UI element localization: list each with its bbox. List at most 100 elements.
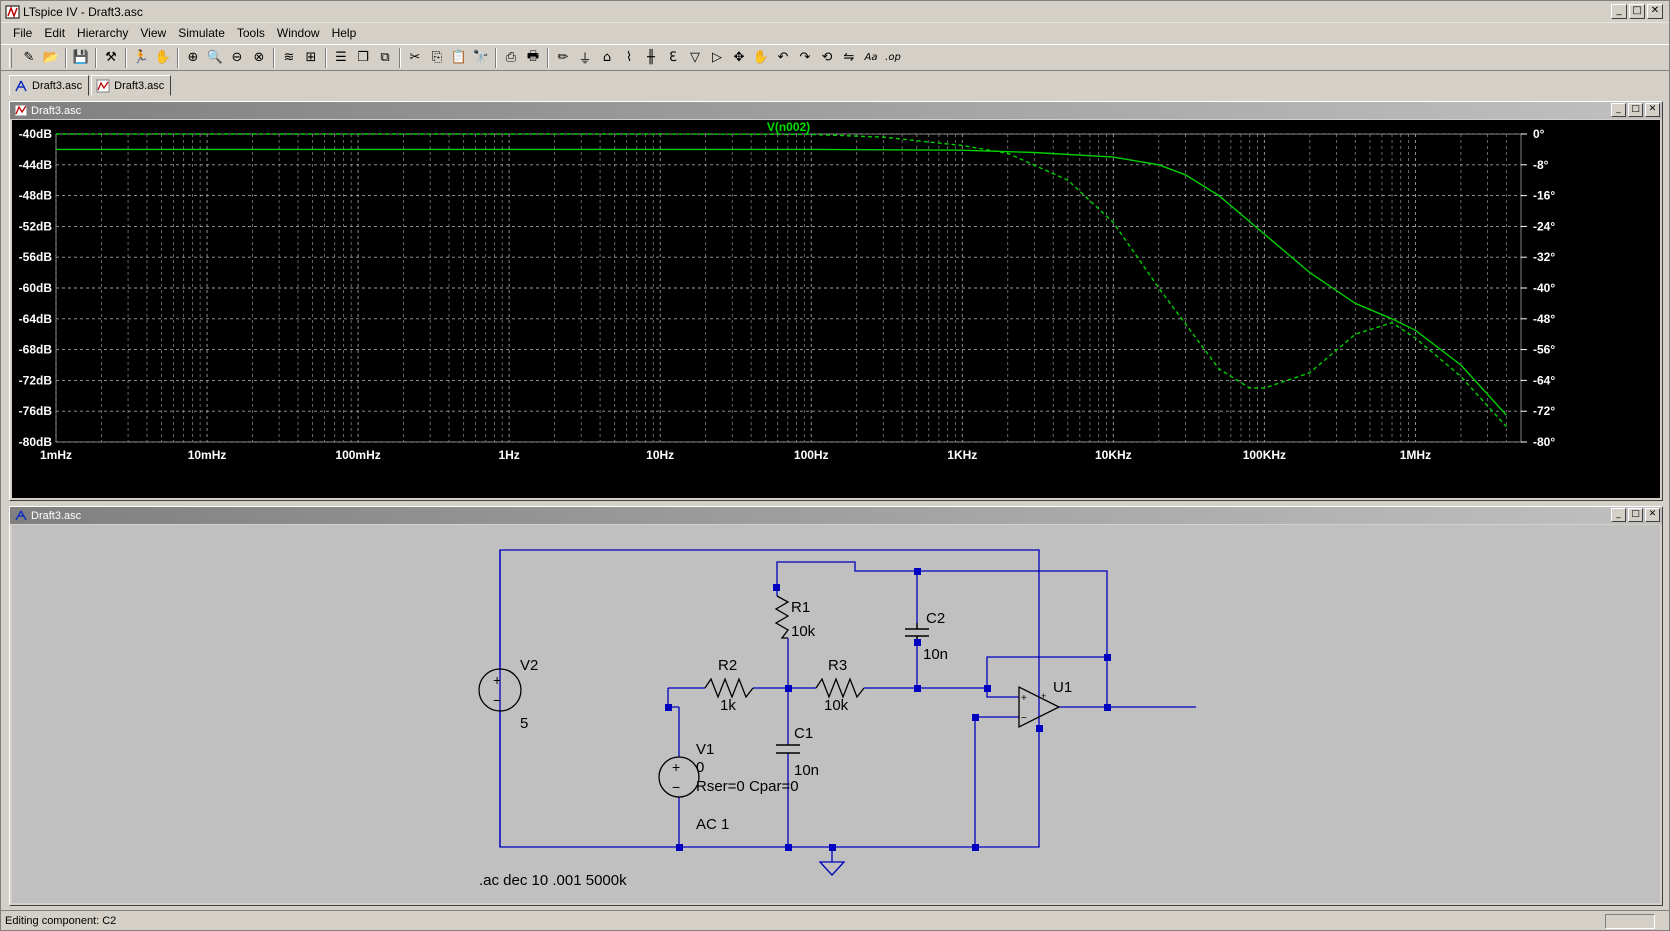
- y2-tick-label: -8°: [1533, 158, 1549, 172]
- voltage-source-v1[interactable]: [658, 756, 700, 798]
- ac-analysis-directive[interactable]: .ac dec 10 .001 5000k: [479, 872, 627, 889]
- schematic-maximize-button[interactable]: □: [1628, 508, 1643, 522]
- run-button[interactable]: 🏃: [130, 47, 152, 69]
- toolbar-separator: [95, 47, 97, 68]
- resistor-r2[interactable]: [704, 677, 754, 699]
- autorange-button[interactable]: ≋: [278, 47, 300, 69]
- diode-icon: ▽: [690, 50, 700, 65]
- pan-button[interactable]: 🔍: [204, 47, 226, 69]
- mirror-icon: ⇋: [843, 50, 855, 65]
- schematic-window-title: Draft3.asc: [31, 509, 82, 522]
- find-button[interactable]: 🔭: [470, 47, 492, 69]
- open-schematic-button[interactable]: ✎: [18, 47, 40, 69]
- v2-reference: V2: [520, 657, 538, 674]
- print-setup-button[interactable]: ⎙: [500, 47, 522, 69]
- delete-traces-button[interactable]: ⊞: [300, 47, 322, 69]
- x-tick-label: 10Hz: [646, 448, 674, 462]
- schematic-minimize-button[interactable]: _: [1611, 508, 1626, 522]
- component-button[interactable]: ▷: [706, 47, 728, 69]
- cascade-button[interactable]: ❐: [352, 47, 374, 69]
- voltage-source-v2[interactable]: [478, 668, 522, 712]
- zoom-in-button[interactable]: ⊕: [182, 47, 204, 69]
- opamp-u1[interactable]: [1018, 685, 1061, 729]
- minimize-button[interactable]: _: [1611, 4, 1627, 19]
- print-button[interactable]: 🖶: [522, 47, 544, 69]
- schematic-drawing[interactable]: + − + − + + −: [12, 525, 1660, 903]
- y2-tick-label: -16°: [1533, 189, 1555, 203]
- menu-edit[interactable]: Edit: [44, 26, 66, 40]
- cut-button[interactable]: ✂: [404, 47, 426, 69]
- resistor-r3[interactable]: [815, 677, 865, 699]
- menu-hierarchy[interactable]: Hierarchy: [77, 26, 129, 40]
- waveform-icon: [14, 104, 28, 117]
- paste-button[interactable]: 📋: [448, 47, 470, 69]
- menu-simulate[interactable]: Simulate: [178, 26, 225, 40]
- text-button[interactable]: Aa: [860, 47, 882, 69]
- schematic-close-button[interactable]: ✕: [1645, 508, 1660, 522]
- trace-title-label[interactable]: V(n002): [767, 120, 810, 134]
- tile-horizontal-button[interactable]: ☰: [330, 47, 352, 69]
- y2-tick-label: -72°: [1533, 404, 1555, 418]
- menu-window[interactable]: Window: [276, 26, 320, 40]
- tab-waveform[interactable]: Draft3.asc: [91, 75, 172, 96]
- schematic-canvas[interactable]: + − + − + + −: [12, 525, 1660, 903]
- halt-button[interactable]: ✋: [152, 47, 174, 69]
- control-panel-button[interactable]: ⚒: [100, 47, 122, 69]
- menu-tools[interactable]: Tools: [236, 26, 265, 40]
- schematic-window-titlebar[interactable]: Draft3.asc _ □ ✕: [10, 507, 1662, 524]
- waveform-close-button[interactable]: ✕: [1645, 103, 1660, 117]
- menu-help[interactable]: Help: [331, 26, 357, 40]
- inductor-button[interactable]: ℇ: [662, 47, 684, 69]
- title-bar[interactable]: LTspice IV - Draft3.asc _ □ ✕: [1, 1, 1669, 23]
- copy-button[interactable]: ⎘: [426, 47, 448, 69]
- diode-button[interactable]: ▽: [684, 47, 706, 69]
- menu-file[interactable]: File: [13, 26, 33, 40]
- maximize-button[interactable]: □: [1629, 4, 1645, 19]
- draw-wire-button[interactable]: ✏: [552, 47, 574, 69]
- redo-button[interactable]: ↷: [794, 47, 816, 69]
- menu-view[interactable]: View: [140, 26, 167, 40]
- resistor-button[interactable]: ⌇: [618, 47, 640, 69]
- move-button[interactable]: ✥: [728, 47, 750, 69]
- mirror-button[interactable]: ⇋: [838, 47, 860, 69]
- label-net-button[interactable]: ⌂: [596, 47, 618, 69]
- tab-schematic[interactable]: Draft3.asc: [9, 75, 90, 96]
- rotate-button[interactable]: ⟲: [816, 47, 838, 69]
- drag-button[interactable]: ✋: [750, 47, 772, 69]
- ground-icon[interactable]: [818, 861, 846, 876]
- ground-button[interactable]: ⏚: [574, 47, 596, 69]
- v1-parasitics: Rser=0 Cpar=0: [696, 778, 799, 795]
- close-button[interactable]: ✕: [1647, 4, 1663, 19]
- resistor-r1[interactable]: [774, 595, 790, 639]
- wire-opamp-plus[interactable]: [986, 688, 1019, 698]
- wire-opamp-out-feedback[interactable]: [986, 656, 1107, 688]
- zoom-fit-button[interactable]: ⊗: [248, 47, 270, 69]
- trace-magnitude-line[interactable]: [56, 148, 1507, 416]
- tab-label: Draft3.asc: [114, 79, 165, 92]
- tile-vertical-button[interactable]: ⧉: [374, 47, 396, 69]
- waveform-minimize-button[interactable]: _: [1611, 103, 1626, 117]
- zoom-out-button[interactable]: ⊖: [226, 47, 248, 69]
- zoom-fit-icon: ⊗: [253, 50, 265, 65]
- undo-button[interactable]: ↶: [772, 47, 794, 69]
- waveform-maximize-button[interactable]: □: [1628, 103, 1643, 117]
- control-panel-icon: ⚒: [105, 50, 117, 65]
- spice-directive-button[interactable]: .op: [882, 47, 904, 69]
- open-folder-button[interactable]: 📂: [40, 47, 62, 69]
- wire-feedback-top[interactable]: [776, 561, 1108, 709]
- capacitor-c1[interactable]: [776, 744, 800, 754]
- r2-value: 1k: [720, 697, 736, 714]
- trace-phase-line[interactable]: [56, 133, 1507, 428]
- wire-outer-loop[interactable]: [499, 549, 1040, 848]
- save-button[interactable]: 💾: [70, 47, 92, 69]
- spice-directive-icon: .op: [885, 52, 901, 63]
- toolbar-separator: [495, 47, 497, 68]
- waveform-window-titlebar[interactable]: Draft3.asc _ □ ✕: [10, 102, 1662, 119]
- status-panel: [1605, 914, 1655, 929]
- capacitor-button[interactable]: ╫: [640, 47, 662, 69]
- toolbar-grip[interactable]: [9, 47, 12, 68]
- y-tick-label: -40dB: [19, 127, 53, 141]
